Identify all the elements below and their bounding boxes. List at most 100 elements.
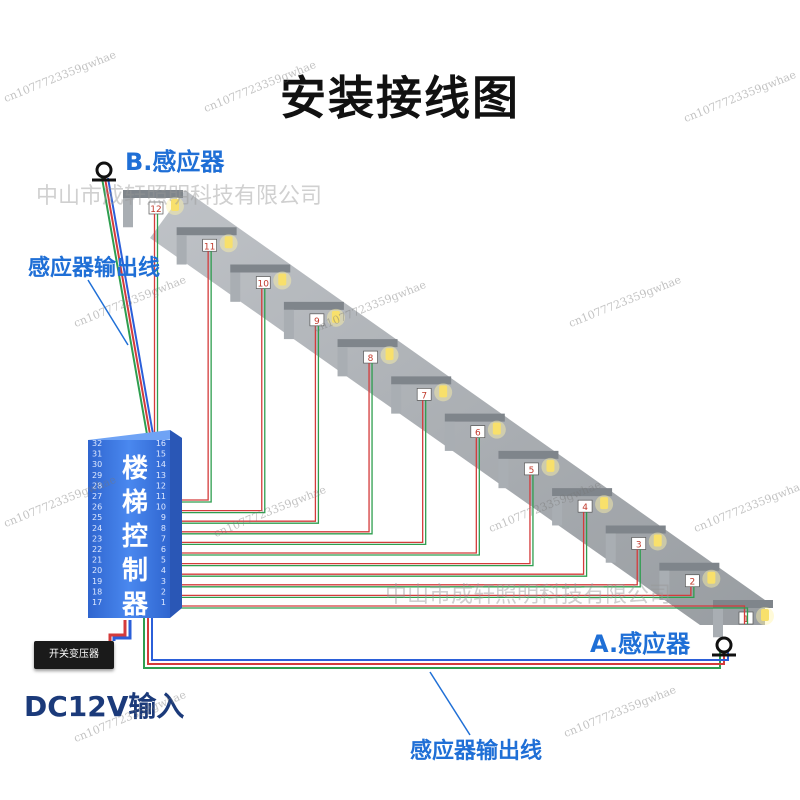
step-lamp: [600, 497, 609, 510]
controller-pin-left: 25: [92, 513, 102, 522]
step-number: 6: [475, 429, 481, 439]
step-wire-red: [170, 288, 263, 512]
stair-riser: [283, 309, 294, 340]
stair-step: [337, 339, 398, 348]
controller-pin-right: 15: [156, 450, 166, 459]
step-lamp-glow: [219, 234, 238, 253]
step-wire-green: [170, 586, 695, 599]
stair-slab: [150, 190, 765, 625]
step-lamp-glow: [166, 197, 184, 215]
step-number: 10: [258, 280, 270, 290]
step-number: 4: [582, 503, 588, 513]
stair-riser: [713, 608, 723, 638]
stair-riser: [659, 570, 670, 600]
step-wire-green: [170, 512, 588, 577]
step-number-badge: [577, 499, 593, 513]
step-number-badge: [148, 201, 164, 215]
step-lamp-glow: [756, 607, 774, 625]
step-lamp: [761, 609, 769, 621]
controller-pin-left: 24: [92, 524, 102, 533]
step-lamp: [224, 236, 233, 249]
stair-riser: [498, 458, 509, 489]
sensor-b-leader-line: [87, 279, 129, 346]
controller-pin-right: 1: [161, 598, 166, 607]
controller-pin-left: 26: [92, 503, 102, 512]
controller-pin-left: 19: [92, 577, 102, 586]
controller-pin-right: 14: [156, 460, 166, 469]
stair-riser: [123, 198, 133, 228]
step-number-badge: [309, 313, 325, 327]
step-wire-green: [170, 549, 641, 588]
step-lamp: [171, 199, 179, 211]
stair-step: [230, 264, 291, 273]
stair-riser: [552, 496, 563, 526]
controller-pin-left: 17: [92, 598, 102, 607]
controller-pin-right: 12: [156, 481, 166, 490]
controller-pin-right: 4: [161, 566, 166, 575]
step-number-badge: [738, 611, 754, 625]
step-wire-red: [170, 400, 424, 544]
controller-pin-right: 9: [161, 513, 166, 522]
step-lamp: [331, 310, 340, 323]
stair-step: [552, 488, 613, 497]
stair-riser: [391, 384, 402, 414]
step-wire-red: [170, 586, 692, 597]
step-lamp-glow: [487, 420, 506, 439]
step-number: 5: [529, 466, 535, 476]
controller-pin-right: 13: [156, 471, 166, 480]
stair-step: [605, 525, 666, 534]
sensor-output-label-bottom: 感应器输出线: [410, 739, 543, 764]
step-lamp: [707, 571, 716, 584]
sensor-a-label: A.感应器: [590, 630, 691, 658]
controller-pin-left: 28: [92, 481, 102, 490]
stair-step: [659, 562, 720, 571]
step-wire-green: [170, 474, 534, 567]
step-lamp: [278, 273, 287, 286]
step-wire-green: [170, 437, 480, 556]
step-lamp-glow: [648, 532, 667, 551]
step-lamp: [546, 459, 555, 472]
step-lamp: [653, 534, 662, 547]
watermark-company-top: 中山市成轩照明科技有限公司: [36, 184, 323, 209]
step-lamp: [385, 348, 394, 361]
controller-pin-left: 21: [92, 556, 102, 565]
sensor-a-leader-line: [429, 671, 471, 736]
stair-step: [283, 301, 344, 310]
step-number-badge: [416, 388, 432, 401]
controller-pin-left: 30: [92, 460, 102, 469]
step-number-badge: [685, 574, 700, 588]
stair-riser: [444, 421, 455, 451]
step-lamp: [439, 385, 448, 398]
step-number: 7: [421, 391, 427, 401]
controller-pin-left: 18: [92, 587, 102, 596]
power-supply-box: 开关变压器: [34, 641, 114, 669]
step-lamp-glow: [273, 271, 292, 290]
controller-pin-right: 11: [156, 492, 166, 501]
step-wire-red: [170, 363, 370, 533]
step-wire-red: [170, 605, 746, 624]
controller-pin-right: 10: [156, 503, 166, 512]
step-wire-red: [170, 474, 531, 565]
step-number: 3: [636, 540, 642, 550]
stair-step: [498, 450, 559, 459]
step-wire-red: [170, 549, 638, 586]
controller-pin-left: 27: [92, 492, 102, 501]
stair-step: [444, 413, 505, 422]
controller-pin-left: 20: [92, 566, 102, 575]
power-cable: [108, 620, 132, 641]
controller-pin-left: 32: [92, 439, 102, 448]
step-wire-green: [170, 325, 320, 524]
step-wire-red: [170, 512, 585, 575]
watermark-company-bottom: 中山市成轩照明科技有限公司: [385, 583, 672, 608]
step-wire-red: [170, 325, 317, 522]
step-wire-red: [170, 251, 209, 501]
step-lamp-glow: [326, 308, 345, 327]
stair-step: [391, 376, 452, 385]
step-number-badge: [631, 537, 647, 550]
controller-pin-right: 6: [161, 545, 166, 554]
step-number-badge: [255, 276, 271, 289]
